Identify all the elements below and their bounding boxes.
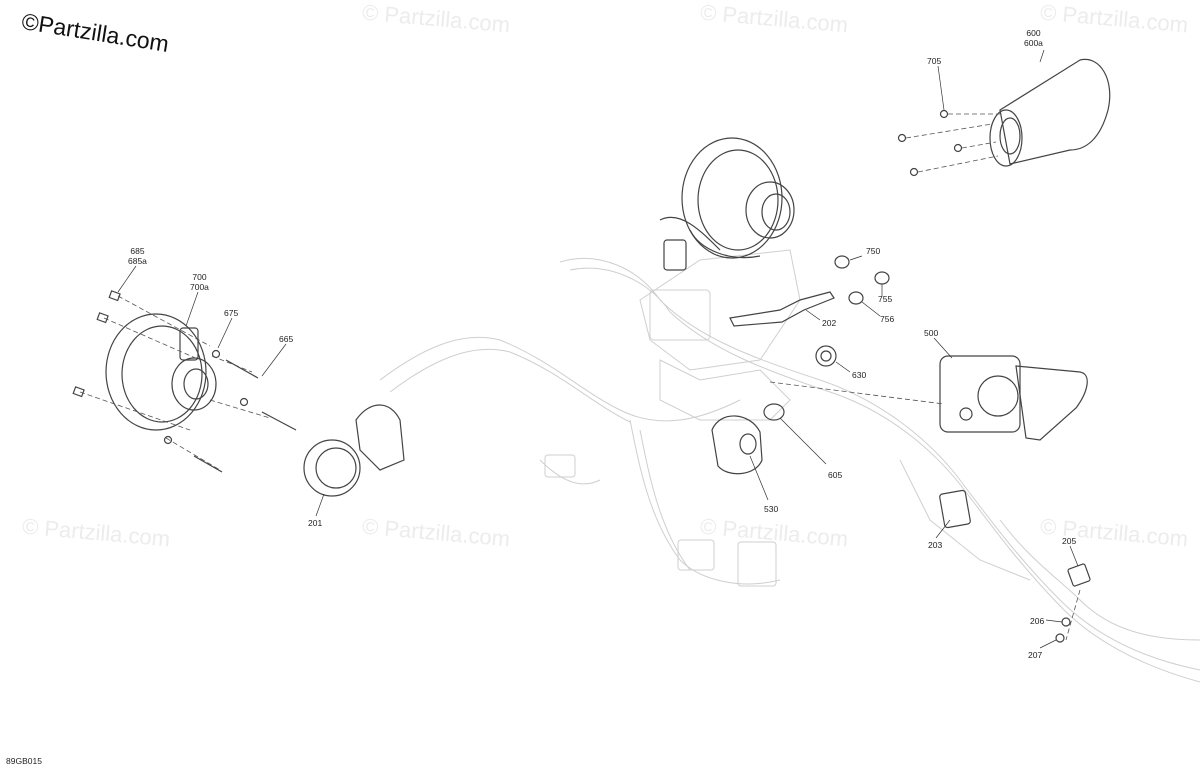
callout-206: 206	[1030, 616, 1045, 626]
callout-600: 600 600a	[1024, 28, 1043, 48]
callout-202: 202	[822, 318, 837, 328]
callout-207: 207	[1028, 650, 1043, 660]
headlight-assembly-right	[659, 137, 795, 271]
callout-756: 756	[880, 314, 895, 324]
callout-201: 201	[308, 518, 323, 528]
part-630-socket	[815, 345, 851, 373]
part-203-clip	[935, 489, 971, 539]
callout-675: 675	[224, 308, 239, 318]
part-201-lamp	[303, 404, 405, 517]
callout-630: 630	[852, 370, 867, 380]
callout-665: 665	[279, 334, 294, 344]
headlight-assembly-left	[72, 265, 297, 473]
part-605-grommet	[763, 403, 827, 465]
callout-705: 705	[927, 56, 942, 66]
callout-700: 700 700a	[190, 272, 209, 292]
callout-205: 205	[1062, 536, 1077, 546]
callout-605: 605	[828, 470, 843, 480]
part-500-switch	[769, 337, 1088, 441]
bulbs-and-sockets	[729, 255, 890, 327]
callout-530: 530	[764, 504, 779, 514]
wiring-harness	[379, 249, 1200, 683]
callout-500: 500	[924, 328, 939, 338]
callout-750: 750	[866, 246, 881, 256]
part-530-lamp	[711, 415, 769, 501]
part-205-207-hardware	[1039, 545, 1091, 649]
callout-203: 203	[928, 540, 943, 550]
callout-685: 685 685a	[128, 246, 147, 266]
diagram-code: 89GB015	[6, 756, 42, 766]
callout-755: 755	[878, 294, 893, 304]
part-600-cover	[897, 49, 1111, 177]
